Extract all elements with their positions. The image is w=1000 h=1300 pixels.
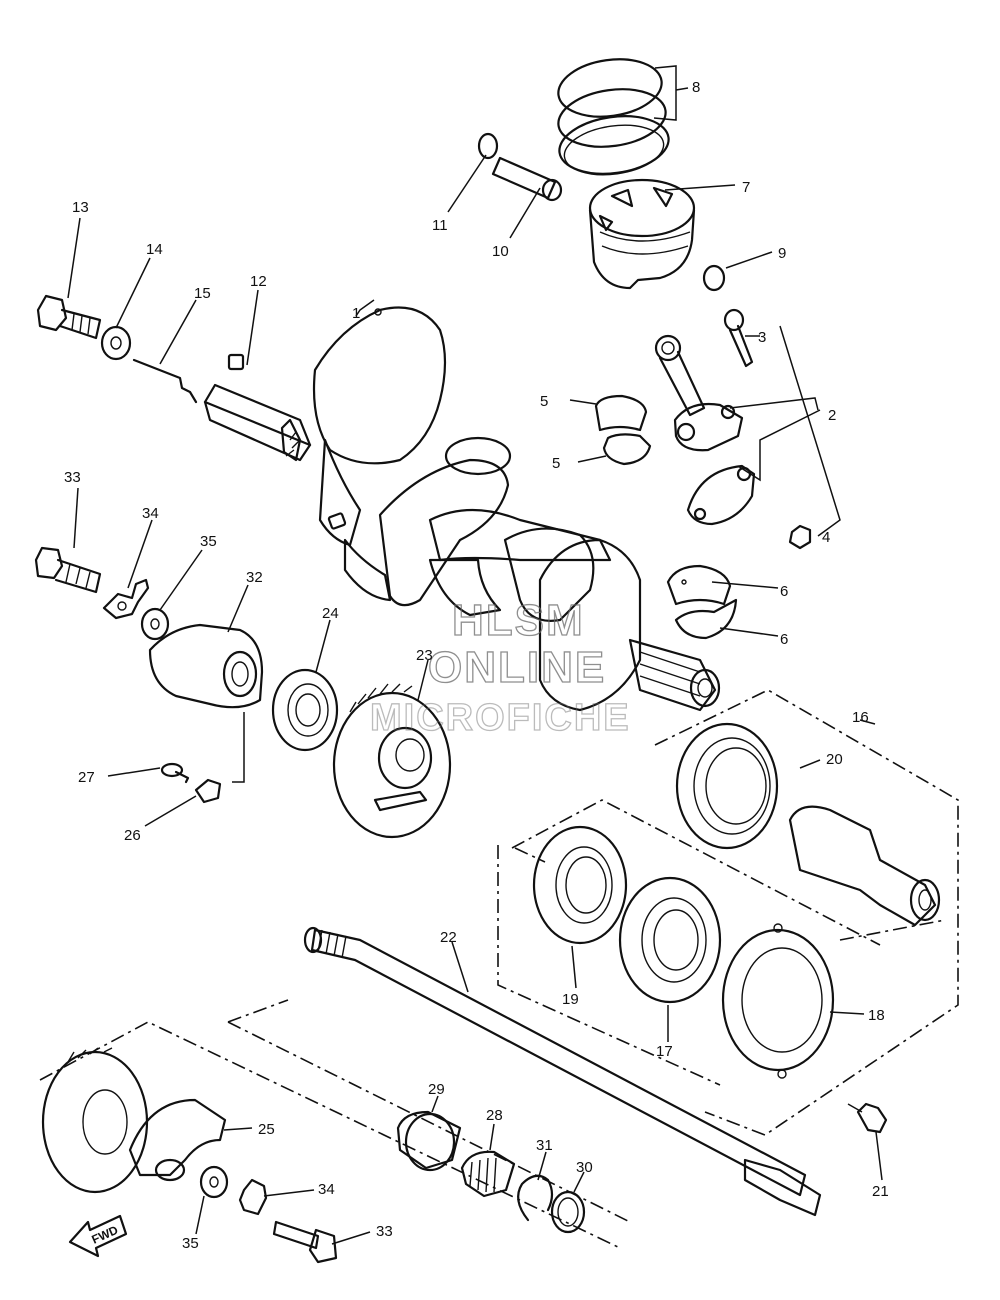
part-number-labels: 1 2 3 4 5 5 6 6 7 8 9 10 11 12 13 14 15 … [64, 79, 889, 1252]
label-part-7: 7 [742, 179, 750, 196]
fwd-arrow: FWD [68, 1214, 128, 1258]
label-part-35a: 35 [200, 533, 217, 550]
label-part-21: 21 [872, 1183, 889, 1200]
wire-clip [132, 358, 198, 404]
retainer-bolt [847, 1102, 888, 1134]
balancer-weight [148, 623, 264, 709]
label-part-34a: 34 [142, 505, 159, 522]
rod-bolt [723, 308, 754, 368]
leader-lines [67, 65, 883, 1245]
label-part-13: 13 [72, 199, 89, 216]
lock-plate [194, 778, 222, 804]
lock-washer-lower [238, 1178, 268, 1216]
spacer-collar [396, 1110, 462, 1172]
flange-bolt-upper [36, 294, 102, 340]
plain-washer-left [140, 607, 170, 641]
pan-screw [160, 762, 190, 784]
washer-upper [100, 325, 132, 361]
watermark-line-2: ONLINE [428, 643, 606, 692]
label-part-6b: 6 [780, 631, 788, 648]
label-part-17: 17 [656, 1043, 673, 1060]
label-part-25: 25 [258, 1121, 275, 1138]
label-part-28: 28 [486, 1107, 503, 1124]
watermark-line-3: MICROFICHE [370, 697, 631, 739]
label-part-18: 18 [868, 1007, 885, 1024]
label-part-24: 24 [322, 605, 339, 622]
circlip [517, 1174, 554, 1222]
watermark: HLSM ONLINE MICROFICHE [369, 595, 631, 739]
big-end-bearing-upper [594, 394, 648, 432]
drive-gear [332, 683, 452, 839]
label-part-12: 12 [250, 273, 267, 290]
label-part-5b: 5 [552, 455, 560, 472]
label-part-30: 30 [576, 1159, 593, 1176]
label-part-29: 29 [428, 1081, 445, 1098]
lock-washer-left [102, 578, 150, 620]
bearing-retainer [721, 923, 835, 1079]
label-part-10: 10 [492, 243, 509, 260]
label-part-20: 20 [826, 751, 843, 768]
label-part-6a: 6 [780, 583, 788, 600]
label-part-22: 22 [440, 929, 457, 946]
piston-pin-clip-lower [702, 264, 726, 292]
label-part-5a: 5 [540, 393, 548, 410]
piston [588, 178, 696, 290]
ball-bearing-left [271, 668, 339, 752]
oil-seal-inner [532, 825, 628, 945]
label-part-1: 1 [352, 305, 360, 322]
label-part-14: 14 [146, 241, 163, 258]
piston-pin-clip-upper [477, 132, 499, 160]
label-part-9: 9 [778, 245, 786, 262]
bearing-sleeve [788, 805, 941, 927]
label-part-2: 2 [828, 407, 836, 424]
label-part-8: 8 [692, 79, 700, 96]
oil-seal-outer [675, 722, 779, 850]
label-part-15: 15 [194, 285, 211, 302]
main-bearing-lower [674, 598, 738, 640]
ball-bearing-right [618, 876, 722, 1004]
flange-bolt-bottom [272, 1220, 338, 1264]
label-part-32: 32 [246, 569, 263, 586]
crankshaft [203, 306, 721, 712]
label-part-35b: 35 [182, 1235, 199, 1252]
label-part-3: 3 [758, 329, 766, 346]
woodruff-key [227, 353, 245, 371]
label-part-16: 16 [852, 709, 869, 726]
connecting-rod [654, 334, 744, 452]
washer-lower [199, 1165, 229, 1199]
label-part-27: 27 [78, 769, 95, 786]
output-shaft [227, 926, 822, 1223]
label-part-19: 19 [562, 991, 579, 1008]
label-part-34b: 34 [318, 1181, 335, 1198]
connecting-rod-cap [686, 464, 756, 526]
piston-rings [557, 58, 670, 176]
watermark-line-1: HLSM [452, 596, 585, 645]
piston-pin [491, 156, 563, 202]
big-end-bearing-lower [602, 433, 652, 466]
shaft-ring [550, 1190, 586, 1234]
collar-weight [128, 1098, 227, 1182]
label-part-11: 11 [432, 217, 448, 234]
needle-bearing [460, 1150, 516, 1198]
label-part-33b: 33 [376, 1223, 393, 1240]
label-part-4: 4 [822, 529, 830, 546]
rod-nut [788, 524, 812, 550]
label-part-31: 31 [536, 1137, 553, 1154]
main-bearing-upper [666, 564, 732, 606]
label-part-26: 26 [124, 827, 141, 844]
label-part-33a: 33 [64, 469, 81, 486]
label-part-23: 23 [416, 647, 433, 664]
driven-gear [39, 1021, 621, 1249]
flange-bolt-lower [34, 546, 102, 594]
bearing-housing-group [497, 689, 959, 1136]
